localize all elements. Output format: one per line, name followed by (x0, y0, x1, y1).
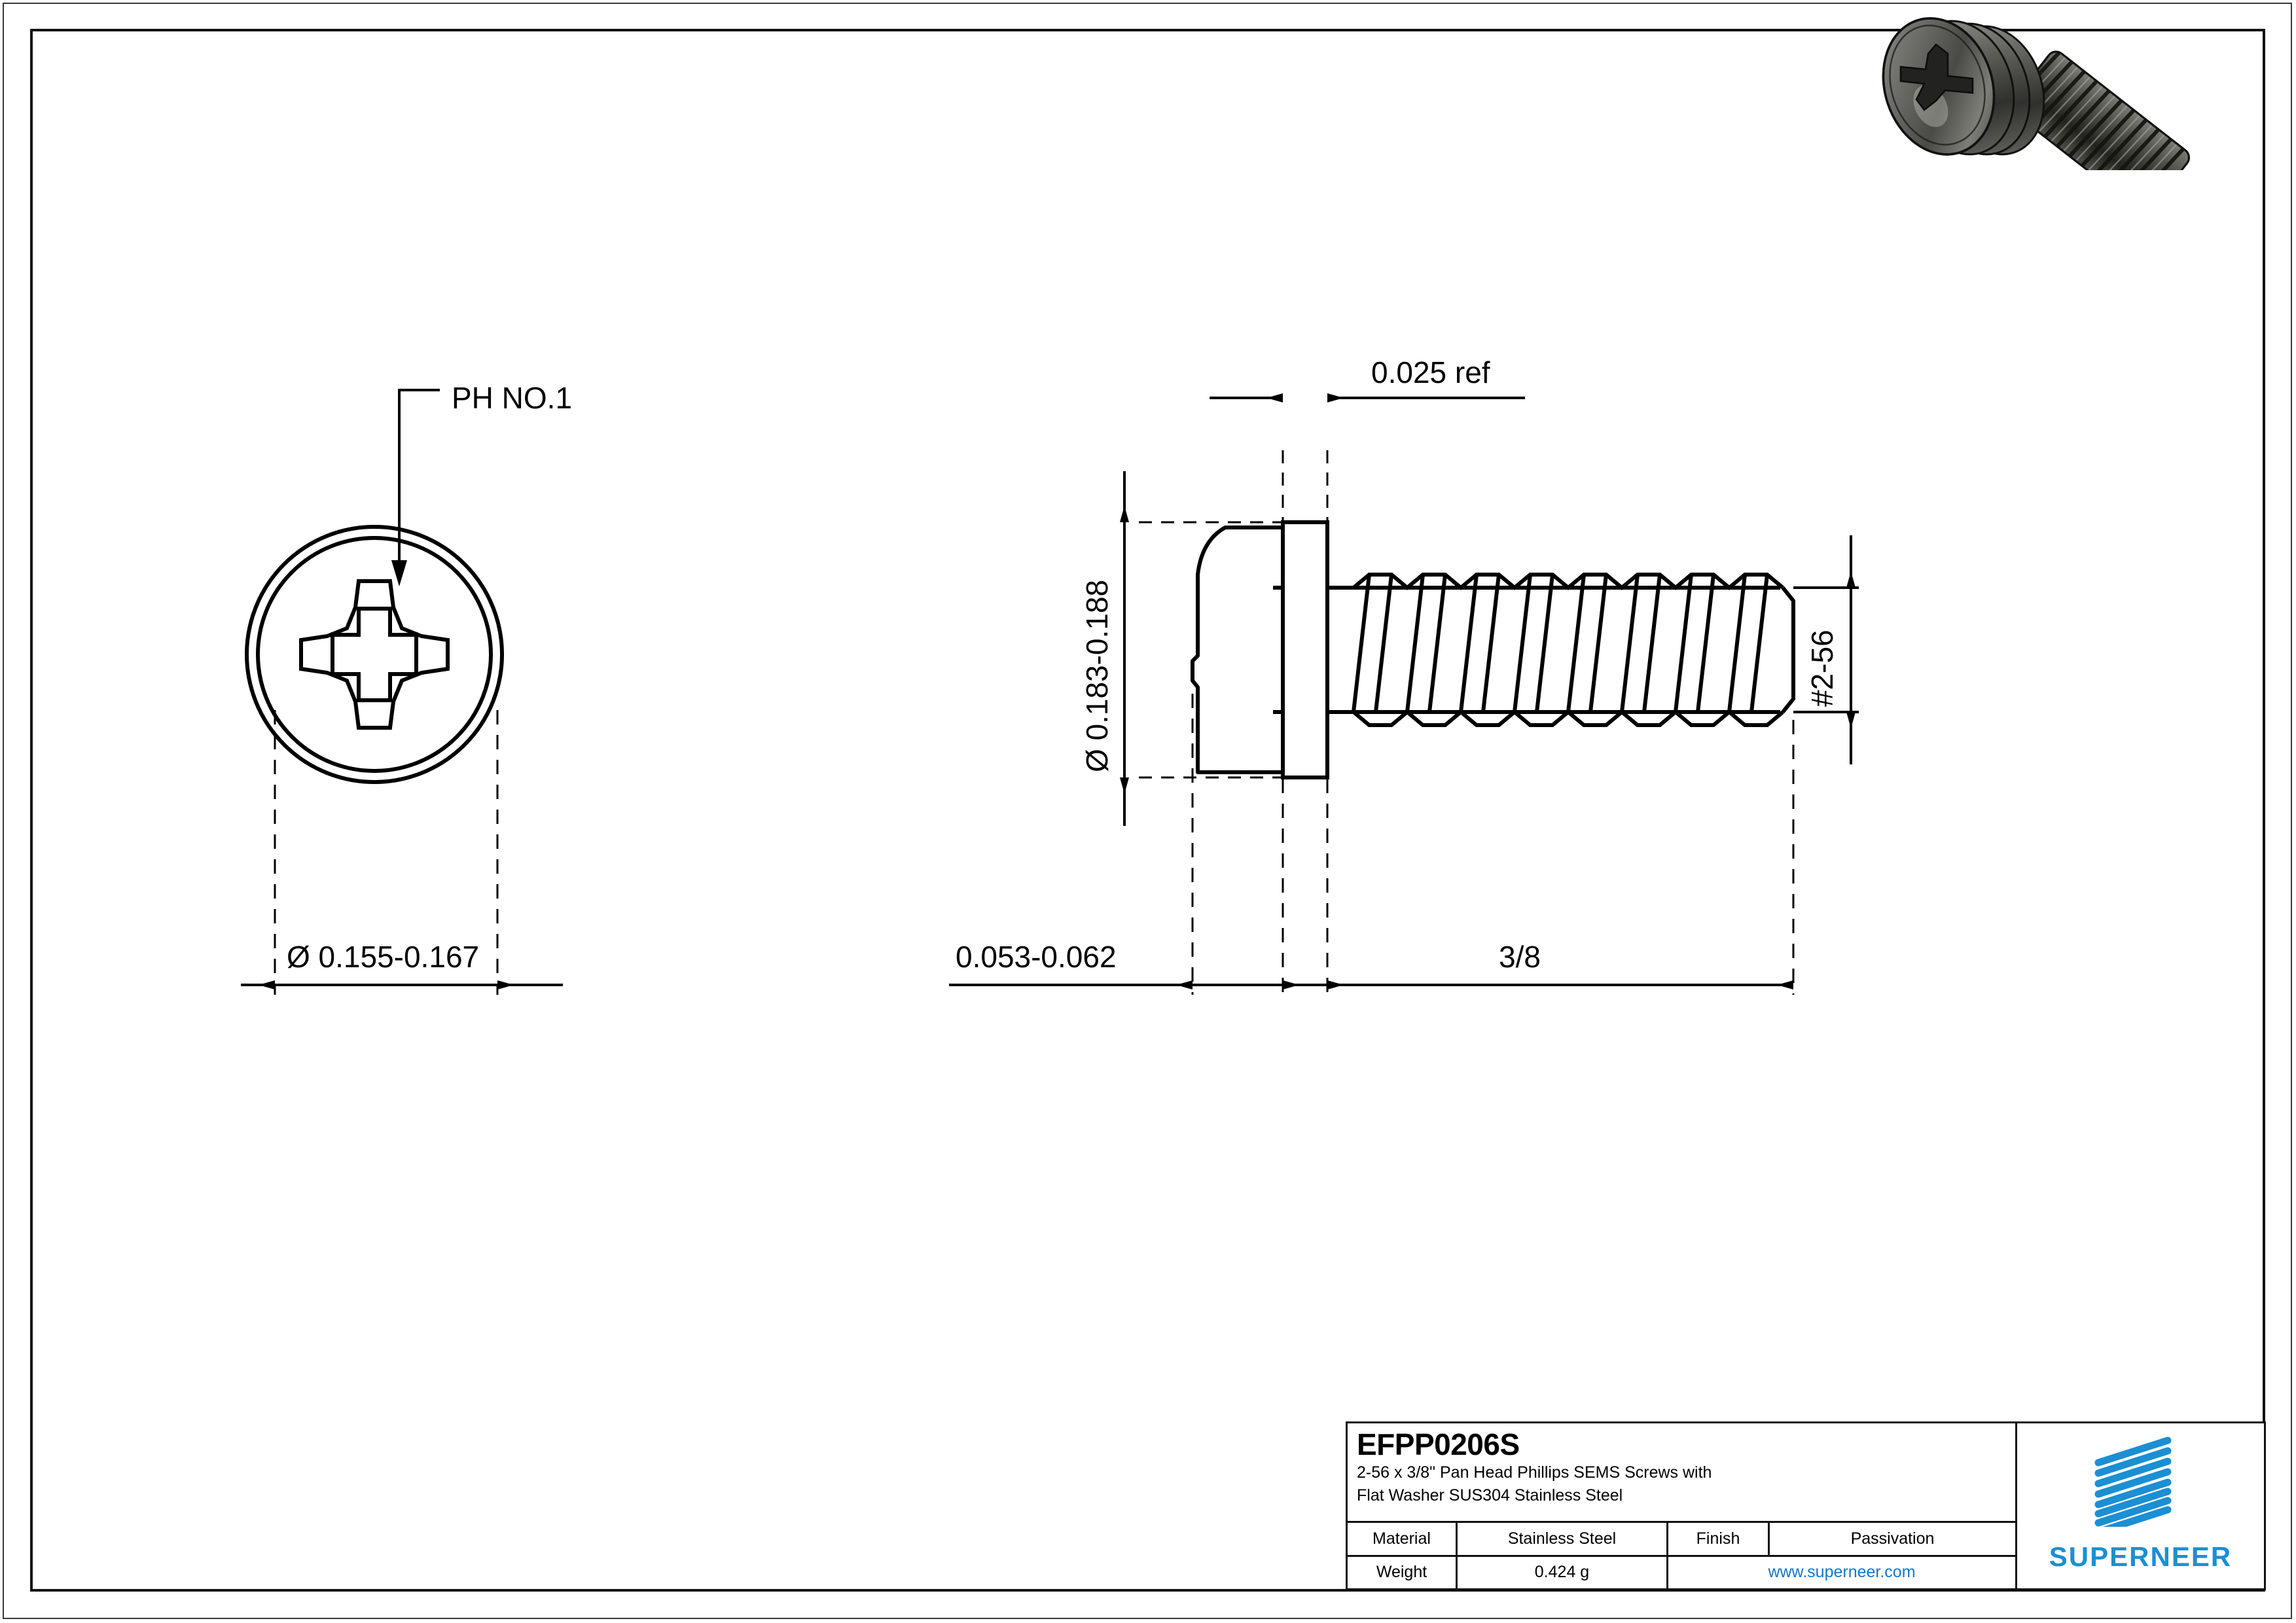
superneer-wordmark: SUPERNEER (2049, 1541, 2233, 1572)
head-inner-circle (256, 536, 493, 773)
weight-row: Weight 0.424 g www.superneer.com (1348, 1554, 2015, 1588)
material-row: Material Stainless Steel Finish Passivat… (1348, 1523, 2015, 1555)
weight-value: 0.424 g (1456, 1556, 1666, 1588)
side-profile-view-group: 0.025 ref Ø 0.183-0.188 #2-56 (949, 355, 1859, 995)
flat-washer-profile (1281, 520, 1329, 779)
part-description-line-2: Flat Washer SUS304 Stainless Steel (1357, 1486, 1623, 1505)
ph-callout-leader (398, 389, 440, 564)
ph-callout-label: PH NO.1 (452, 381, 572, 415)
finish-label: Finish (1666, 1523, 1768, 1555)
screw-length-label: 3/8 (1499, 940, 1541, 974)
sheet-outer-border (3, 3, 2292, 1619)
brand-logo-panel: SUPERNEER (2017, 1421, 2266, 1590)
title-block: EFPP0206S 2-56 x 3/8" Pan Head Phillips … (1346, 1421, 2266, 1590)
pan-head-sems-screw-3d-render (1882, 17, 2190, 170)
head-diameter-label: Ø 0.155-0.167 (287, 940, 479, 974)
title-block-main: EFPP0206S 2-56 x 3/8" Pan Head Phillips … (1346, 1421, 2017, 1590)
superneer-logo-icon (2094, 1436, 2172, 1527)
washer-thickness-dimension: 0.025 ref (1210, 355, 1525, 522)
washer-thickness-label: 0.025 ref (1371, 355, 1490, 389)
head-diameter-dimension: Ø 0.155-0.167 (241, 710, 563, 995)
weight-label: Weight (1376, 1563, 1427, 1582)
material-label: Material (1372, 1529, 1431, 1548)
thread-size-label: #2-56 (1805, 630, 1839, 707)
phillips-recess-3d (1899, 43, 1974, 111)
ph-callout-arrowhead (391, 560, 407, 586)
head-height-label: 0.053-0.062 (956, 940, 1117, 974)
phillips-cross-recess (299, 579, 450, 730)
material-value: Stainless Steel (1456, 1523, 1666, 1555)
finish-value: Passivation (1768, 1523, 2015, 1555)
head-end-view-group: PH NO.1 Ø 0.155-0.167 (241, 381, 572, 995)
threaded-shank (1352, 573, 1795, 727)
pan-head-3d (1882, 17, 1996, 156)
website-link[interactable]: www.superneer.com (1666, 1556, 2015, 1588)
screw-length-dimension: 3/8 (1283, 940, 1793, 990)
title-block-description-area: EFPP0206S 2-56 x 3/8" Pan Head Phillips … (1348, 1423, 2015, 1523)
head-height-dimension: 0.053-0.062 (949, 940, 1283, 990)
head-diameter-vertical-dimension: Ø 0.183-0.188 (1080, 471, 1282, 826)
thread-size-dimension: #2-56 (1793, 535, 1859, 764)
pan-head-profile (1191, 526, 1285, 774)
head-diameter-vertical-label: Ø 0.183-0.188 (1080, 580, 1114, 772)
part-number: EFPP0206S (1357, 1427, 1520, 1461)
drawing-frame-border (30, 29, 2265, 1592)
head-outer-circle (245, 525, 504, 784)
part-description-line-1: 2-56 x 3/8" Pan Head Phillips SEMS Screw… (1357, 1463, 1712, 1482)
